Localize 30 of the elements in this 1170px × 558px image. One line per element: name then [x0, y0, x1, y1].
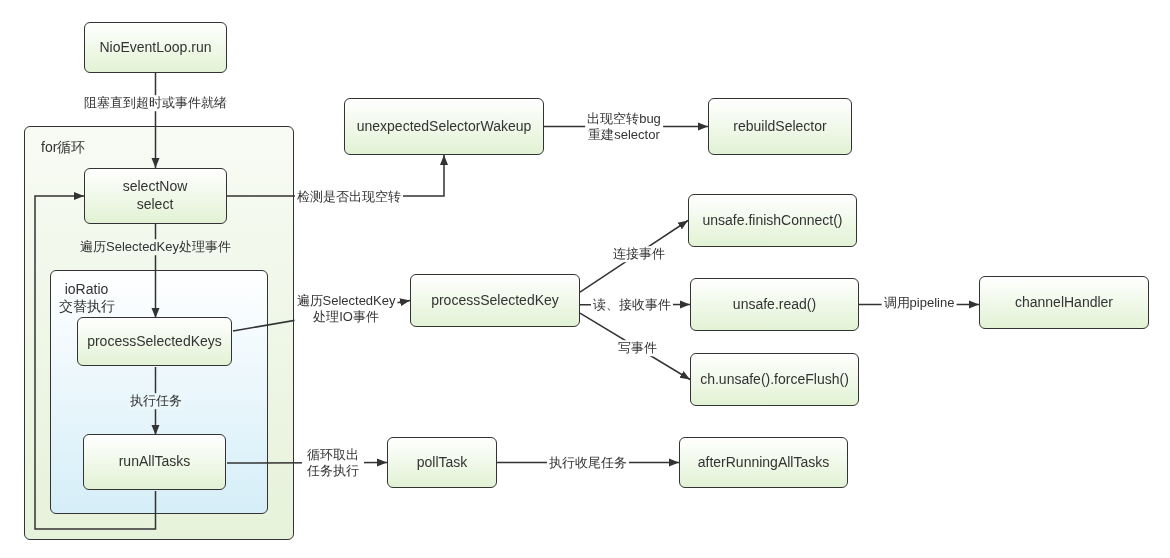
edge-label: 读、接收事件 [591, 297, 673, 313]
edge-label: 执行任务 [127, 393, 184, 409]
process-box: ch.unsafe().forceFlush() [690, 353, 859, 406]
process-box: processSelectedKeys [77, 317, 232, 366]
process-box: selectNow select [83, 167, 227, 224]
process-box: unsafe.read() [690, 278, 859, 331]
process-box: channelHandler [979, 276, 1149, 329]
process-box: runAllTasks [83, 434, 226, 490]
process-box: rebuildSelector [708, 98, 852, 155]
edge-label: 执行收尾任务 [547, 454, 629, 471]
group-container [49, 269, 268, 514]
arrow [34, 192, 157, 530]
edge-label: 循环取出任务执行 [302, 447, 364, 479]
process-box: pollTask [387, 437, 497, 488]
edge-label: 遍历SelectedKey处理事件 [78, 239, 233, 255]
process-box: unsafe.finishConnect() [688, 194, 857, 247]
edge-label: 阻塞直到超时或事件就绪 [82, 95, 229, 111]
edge-label: 调用pipeline [881, 295, 957, 311]
process-box: unexpectedSelectorWakeup [344, 98, 544, 155]
group-container [24, 126, 294, 540]
process-box: NioEventLoop.run [84, 22, 227, 73]
container-title: for循环 [41, 139, 86, 157]
process-box: afterRunningAllTasks [679, 437, 848, 488]
process-box: processSelectedKey [410, 274, 580, 327]
edge-label: 遍历SelectedKey 处理IO事件 [294, 293, 398, 325]
edge-label: 连接事件 [611, 246, 667, 262]
edge-label: 写事件 [615, 340, 659, 356]
container-title: ioRatio 交替执行 [58, 280, 115, 316]
edge-label: 检测是否出现空转 [295, 189, 403, 205]
edge-label: 出现空转bug 重建selector [585, 111, 663, 143]
